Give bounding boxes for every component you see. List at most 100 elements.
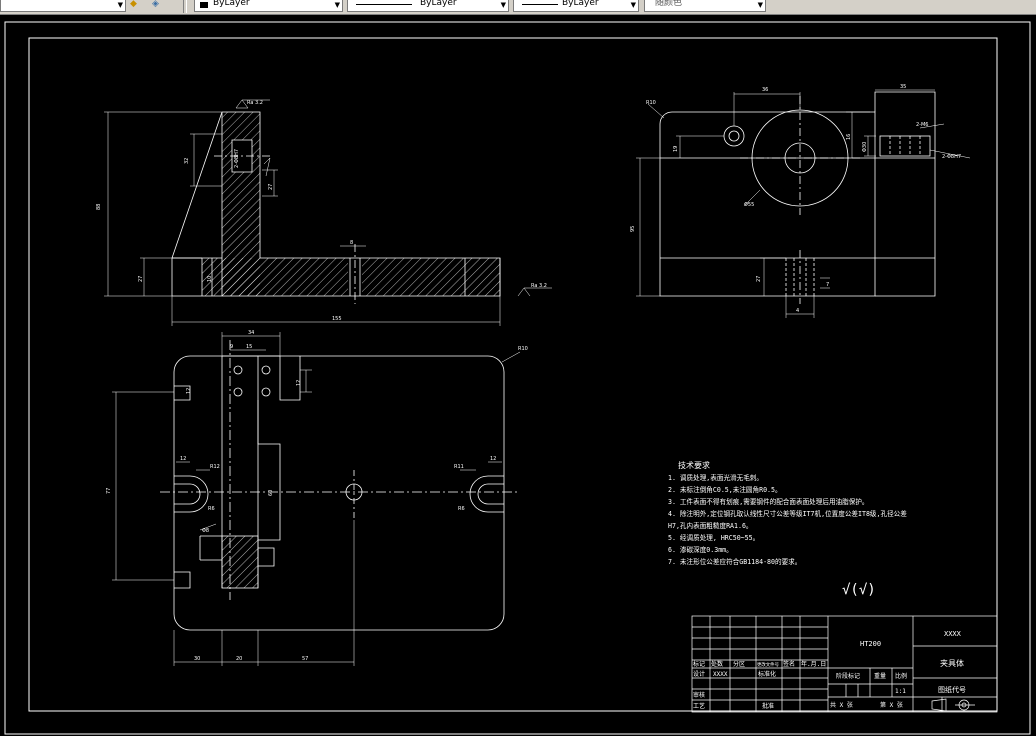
color-combo[interactable]: 随颜色 ▼ [644,0,766,12]
weight-label: 重量 [874,672,886,680]
properties-toolbar: ▼ ◆ ◈ ByLayer ▼ ByLayer ▼ ByLayer ▼ 随颜色 … [0,0,1036,15]
part-name: 夹具体 [940,658,964,668]
roughness-right: Ra 3.2 [531,283,547,289]
dim-top-12d: 12 [186,388,192,394]
dim-side-35: 35 [900,84,906,90]
color-swatch-icon [200,2,208,8]
dim-side-19: 19 [673,146,679,152]
col-zone: 分区 [733,660,745,668]
technical-notes: 技术要求 1. 调质处理,表面光滑无毛刺。 2. 未标注倒角C0.5,未注圆角R… [668,460,907,598]
linetype-combo-value: ByLayer [420,0,457,8]
designer-label: 设计 [693,670,705,678]
top-view [112,332,521,666]
dim-front-10: 10 [207,276,213,282]
note-line: 1. 调质处理,表面光滑无毛刺。 [668,473,763,482]
sheet-number: 第 X 张 [880,701,903,709]
dim-side-holes: 2-M6 [916,122,928,128]
color-combo-value: 随颜色 [655,0,683,8]
note-line: 3. 工件表面不得有划痕,需要钢件的配合面表面处理后用油脂保护。 [668,497,869,506]
linetype-preview-icon [356,4,412,5]
notes-title: 技术要求 [678,460,710,470]
dim-side-holes2: 2-Φ8H7 [942,154,961,160]
dim-front-width: 155 [332,316,342,322]
note-line: 4. 除注明外,定位钢孔取认线性尺寸公差等级IT7机,位置度公差IT8级,孔径公… [668,509,907,518]
title-block [691,615,998,713]
lineweight-combo[interactable]: ByLayer ▼ [513,0,639,12]
dim-top-r11: R11 [454,464,464,470]
dim-side-phi30: Φ30 [862,142,868,152]
dim-top-r12: R12 [210,464,220,470]
dim-side-95: 95 [630,226,636,232]
dim-front-base: 27 [138,276,144,282]
col-signature: 签名 [783,660,795,668]
drawing-number: 图纸代号 [938,685,966,694]
approve-label: 批准 [762,702,774,710]
chevron-down-icon: ▼ [117,1,123,9]
dim-side-27-front: 27 [268,184,274,190]
dim-side-27: 27 [756,276,762,282]
chevron-down-icon: ▼ [334,1,340,9]
dim-top-r10: R10 [518,346,528,352]
review-label: 审核 [693,691,705,699]
scale-value: 1:1 [895,688,906,695]
dim-top-57: 57 [302,656,308,662]
col-count: 处数 [711,660,723,668]
note-line: 2. 未标注倒角C0.5,未注圆角R0.5。 [668,485,782,494]
drawing-canvas[interactable]: 88 32 27 10 155 8 2-Φ8H7 Ra 3.2 Ra 3.2 2… [0,15,1036,736]
standard-label: 标准化 [758,670,776,678]
drawing-frame [28,37,998,712]
dim-side-36: 36 [762,87,768,93]
col-date: 年.月.日 [801,660,826,668]
lineweight-preview-icon [522,4,558,5]
dim-side-16: 16 [846,134,852,140]
dim-side-4: 4 [796,308,799,314]
layer-stack-icon[interactable]: ◈ [152,0,159,9]
layer-icon[interactable]: ◆ [130,0,137,9]
dim-side-phi55: Φ55 [744,202,754,208]
dim-top-r6: R6 [208,506,215,512]
dim-side-7: 7 [826,282,829,288]
sheet-outer-border [4,21,1031,735]
dim-top-12b: 12 [180,456,186,462]
dim-top-20: 20 [236,656,242,662]
dim-top-12: 12 [296,380,302,386]
dim-top-12c: 12 [490,456,496,462]
dim-top-60: 60 [268,490,274,496]
dim-top-phi8: Φ8 [202,528,209,534]
col-mark: 标记 [693,660,705,668]
note-line: 5. 经调质处理, HRC50~55。 [668,533,759,542]
dim-front-height: 88 [96,204,102,210]
roughness-top: Ra 3.2 [247,100,263,106]
title-block-text: HT200 XXXX 夹具体 图纸代号 标记 处数 分区 更改文件号 签名 年.… [693,630,966,710]
designer-name: XXXX [713,671,728,678]
chevron-down-icon: ▼ [500,1,506,9]
side-view [636,89,971,318]
dim-top-15: 15 [246,344,252,350]
note-line: H7,孔内表面粗糙度RA1.6。 [668,521,753,530]
dim-top-r6b: R6 [458,506,465,512]
material-value: HT200 [860,640,881,648]
linetype-combo[interactable]: ByLayer ▼ [347,0,509,12]
layer-combo[interactable]: ByLayer ▼ [194,0,343,12]
chevron-down-icon: ▼ [630,1,636,9]
dim-top-77: 77 [106,488,112,494]
chevron-down-icon: ▼ [757,1,763,9]
col-change-doc: 更改文件号 [757,661,780,668]
dim-top-30: 30 [194,656,200,662]
process-label: 工艺 [693,702,705,710]
dim-top-34: 34 [248,330,254,336]
layer-state-combo[interactable]: ▼ [0,0,126,12]
dim-front-bore: 2-Φ8H7 [234,149,240,168]
dim-side-r10: R10 [646,100,656,106]
note-line: 6. 渗碳深度0.3mm。 [668,545,733,554]
lineweight-combo-value: ByLayer [562,0,599,8]
dim-front-hole: 8 [350,240,353,246]
sheets-total: 共 X 张 [830,701,853,709]
front-section-view [104,99,552,326]
layer-combo-value: ByLayer [213,0,250,8]
dim-front-upper: 32 [184,158,190,164]
note-line: 7. 未注形位公差应符合GB1184-80的要求。 [668,557,801,566]
other-roughness-symbol: √(√) [842,582,876,598]
toolbar-separator [183,0,187,13]
company-name: XXXX [944,630,962,638]
